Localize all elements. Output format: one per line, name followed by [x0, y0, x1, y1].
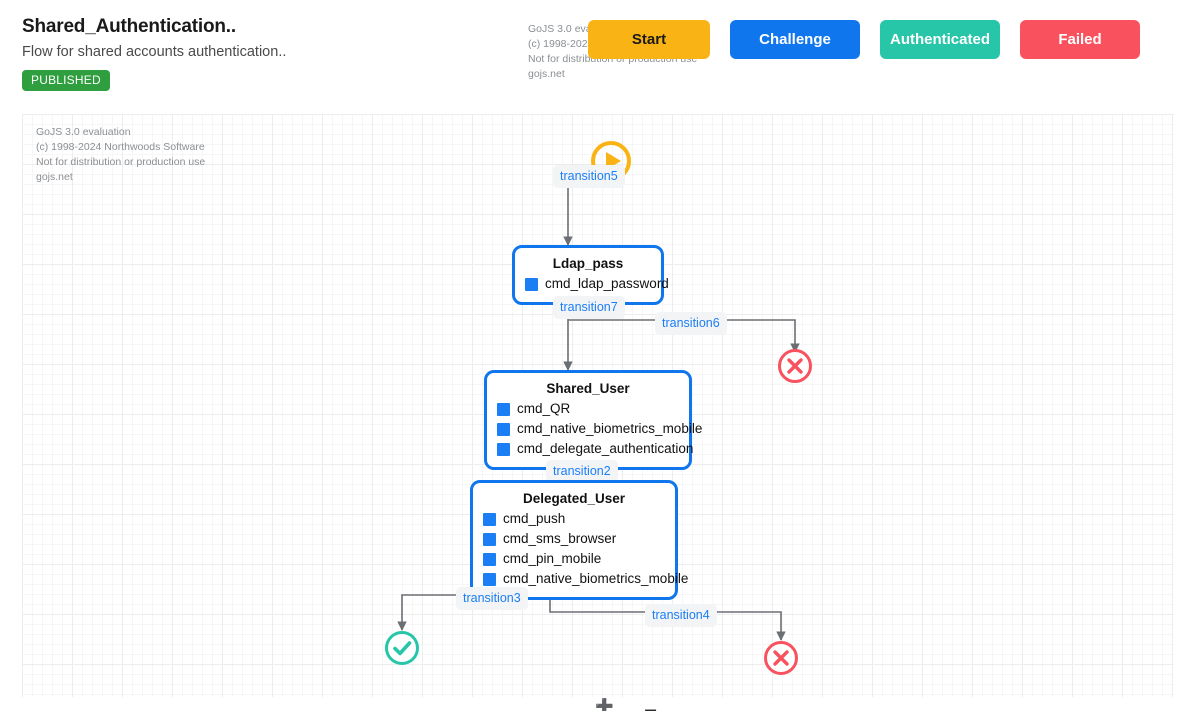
page-subtitle: Flow for shared accounts authentication.…: [22, 44, 287, 60]
command-label: cmd_native_biometrics_mobile: [517, 421, 703, 436]
command-row[interactable]: cmd_push: [483, 509, 665, 529]
command-swatch-icon: [483, 532, 496, 546]
command-swatch-icon: [525, 277, 538, 291]
canvas-toolbar-peek[interactable]: ➕ ⚊: [22, 698, 1174, 711]
flow-diagram-canvas[interactable]: GoJS 3.0 evaluation (c) 1998-2024 Northw…: [22, 114, 1174, 697]
command-row[interactable]: cmd_delegate_authentication: [497, 439, 693, 459]
command-row[interactable]: cmd_sms_browser: [483, 529, 665, 549]
watermark-line-3: Not for distribution or production use: [36, 156, 206, 168]
authenticated-button[interactable]: Authenticated: [880, 20, 1000, 59]
command-label: cmd_native_biometrics_mobile: [503, 571, 689, 586]
command-label: cmd_push: [503, 511, 566, 526]
failed-circle-icon: [764, 641, 798, 675]
challenge-button[interactable]: Challenge: [730, 20, 860, 59]
command-row[interactable]: cmd_ldap_password: [525, 274, 669, 294]
command-row[interactable]: cmd_native_biometrics_mobile: [497, 419, 702, 439]
transition-label-transition6[interactable]: transition6: [655, 312, 727, 335]
command-swatch-icon: [497, 402, 510, 416]
watermark-line-2: (c) 1998-2024 Northwoods Software: [36, 141, 205, 153]
command-swatch-icon: [497, 442, 510, 456]
transition-label-transition4[interactable]: transition4: [645, 604, 717, 627]
node-shared-user[interactable]: Shared_User cmd_QR cmd_native_biometrics…: [484, 370, 702, 470]
status-badge: PUBLISHED: [22, 70, 110, 91]
title-block: Shared_Authentication.. Flow for shared …: [22, 16, 286, 91]
command-row[interactable]: cmd_native_biometrics_mobile: [483, 569, 688, 589]
start-button[interactable]: Start: [588, 20, 710, 59]
watermark-line-1: GoJS 3.0 evaluation: [36, 126, 131, 138]
command-label: cmd_delegate_authentication: [517, 441, 694, 456]
success-circle-icon: [385, 631, 419, 665]
command-label: cmd_sms_browser: [503, 531, 617, 546]
failed-circle-icon: [778, 349, 812, 383]
command-label: cmd_QR: [517, 401, 571, 416]
transition-label-transition7[interactable]: transition7: [553, 296, 625, 319]
command-swatch-icon: [483, 512, 496, 526]
node-title: Shared_User: [546, 381, 630, 396]
terminator-failed-top[interactable]: [776, 347, 814, 385]
zoom-out-icon[interactable]: ⚊: [644, 698, 658, 711]
failed-button[interactable]: Failed: [1020, 20, 1140, 59]
zoom-in-icon[interactable]: ➕: [595, 698, 614, 711]
command-swatch-icon: [497, 422, 510, 436]
node-ldap-pass[interactable]: Ldap_pass cmd_ldap_password: [512, 245, 669, 305]
watermark-line-4: gojs.net: [528, 68, 565, 80]
command-row[interactable]: cmd_pin_mobile: [483, 549, 665, 569]
node-delegated-user[interactable]: Delegated_User cmd_push cmd_sms_browser …: [470, 480, 688, 600]
terminator-success[interactable]: [383, 629, 421, 667]
transition-label-transition5[interactable]: transition5: [553, 165, 625, 188]
node-title: Ldap_pass: [552, 256, 624, 271]
terminator-failed-bottom[interactable]: [762, 639, 800, 677]
command-swatch-icon: [483, 552, 496, 566]
watermark-line-4: gojs.net: [36, 171, 73, 183]
command-label: cmd_ldap_password: [545, 276, 669, 291]
command-label: cmd_pin_mobile: [503, 551, 602, 566]
command-swatch-icon: [483, 572, 496, 586]
transition-label-transition3[interactable]: transition3: [456, 587, 528, 610]
page-header: Shared_Authentication.. Flow for shared …: [0, 0, 1194, 100]
gojs-watermark-canvas: GoJS 3.0 evaluation (c) 1998-2024 Northw…: [36, 125, 205, 185]
header-action-buttons: Start Challenge Authenticated Failed: [588, 20, 1140, 59]
command-row[interactable]: cmd_QR: [497, 399, 679, 419]
transition-label-transition2[interactable]: transition2: [546, 460, 618, 483]
node-title: Delegated_User: [522, 491, 626, 506]
page-title: Shared_Authentication..: [22, 16, 236, 37]
